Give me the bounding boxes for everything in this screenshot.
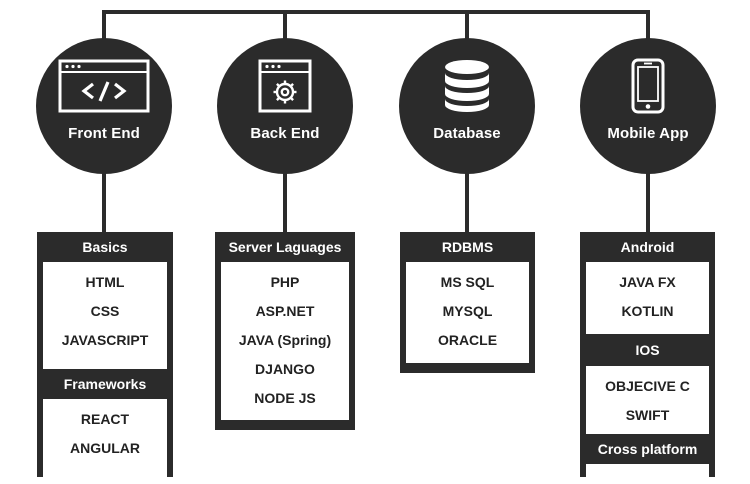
list-item: DJANGO <box>255 361 315 377</box>
front-end-panel: Basics HTML CSS JAVASCRIPT Frameworks RE… <box>37 232 173 479</box>
database-title: Database <box>433 125 501 142</box>
list-item: REACT <box>80 411 130 427</box>
group-header-rdbms: RDBMS <box>441 239 494 255</box>
android-list: JAVA FX KOTLIN <box>586 262 709 334</box>
back-end-node: Back End <box>217 38 353 174</box>
mobile-app-panel: Android JAVA FX KOTLIN IOS OBJECIVE C SW… <box>580 232 715 484</box>
database-panel: RDBMS MS SQL MYSQL ORACLE <box>400 232 535 373</box>
gear-window-icon <box>258 59 312 113</box>
group-header-server-languages: Server Laguages <box>228 239 342 255</box>
list-item: HTML <box>85 274 125 290</box>
group-header-basics: Basics <box>82 239 128 255</box>
list-item: ASP.NET <box>255 303 315 319</box>
connector-lines <box>102 10 650 232</box>
group-header-cross-platform: Cross platform <box>597 441 698 457</box>
front-end-node: Front End <box>36 38 172 174</box>
front-end-title: Front End <box>68 125 140 142</box>
group-header-ios: IOS <box>635 342 660 358</box>
group-header-frameworks: Frameworks <box>63 376 147 392</box>
list-item: KOTLIN <box>621 303 674 319</box>
frameworks-list: REACT ANGULAR <box>43 399 167 479</box>
back-end-title: Back End <box>250 125 320 142</box>
list-item: SWIFT <box>625 407 670 423</box>
list-item: PHP <box>270 274 300 290</box>
list-item: NODE JS <box>254 390 316 406</box>
list-item: CSS <box>90 303 120 319</box>
list-item: ANGULAR <box>70 440 140 456</box>
list-item: MS SQL <box>440 274 495 290</box>
list-item: JAVASCRIPT <box>61 332 149 348</box>
list-item: ORACLE <box>437 332 498 348</box>
code-window-icon <box>58 59 150 113</box>
list-item: MYSQL <box>442 303 493 319</box>
cross-platform-list <box>586 464 709 484</box>
ios-list: OBJECIVE C SWIFT <box>586 366 709 434</box>
smartphone-icon <box>631 58 665 114</box>
database-icon <box>445 60 489 112</box>
server-languages-list: PHP ASP.NET JAVA (Spring) DJANGO NODE JS <box>221 262 349 420</box>
rdbms-list: MS SQL MYSQL ORACLE <box>406 262 529 363</box>
list-item: JAVA (Spring) <box>238 332 332 348</box>
list-item: OBJECIVE C <box>605 378 690 394</box>
back-end-panel: Server Laguages PHP ASP.NET JAVA (Spring… <box>215 232 355 430</box>
mobile-app-title: Mobile App <box>607 125 689 142</box>
list-item: JAVA FX <box>619 274 676 290</box>
database-node: Database <box>399 38 535 174</box>
mobile-app-node: Mobile App <box>580 38 716 174</box>
group-header-android: Android <box>620 239 675 255</box>
basics-list: HTML CSS JAVASCRIPT <box>43 262 167 369</box>
